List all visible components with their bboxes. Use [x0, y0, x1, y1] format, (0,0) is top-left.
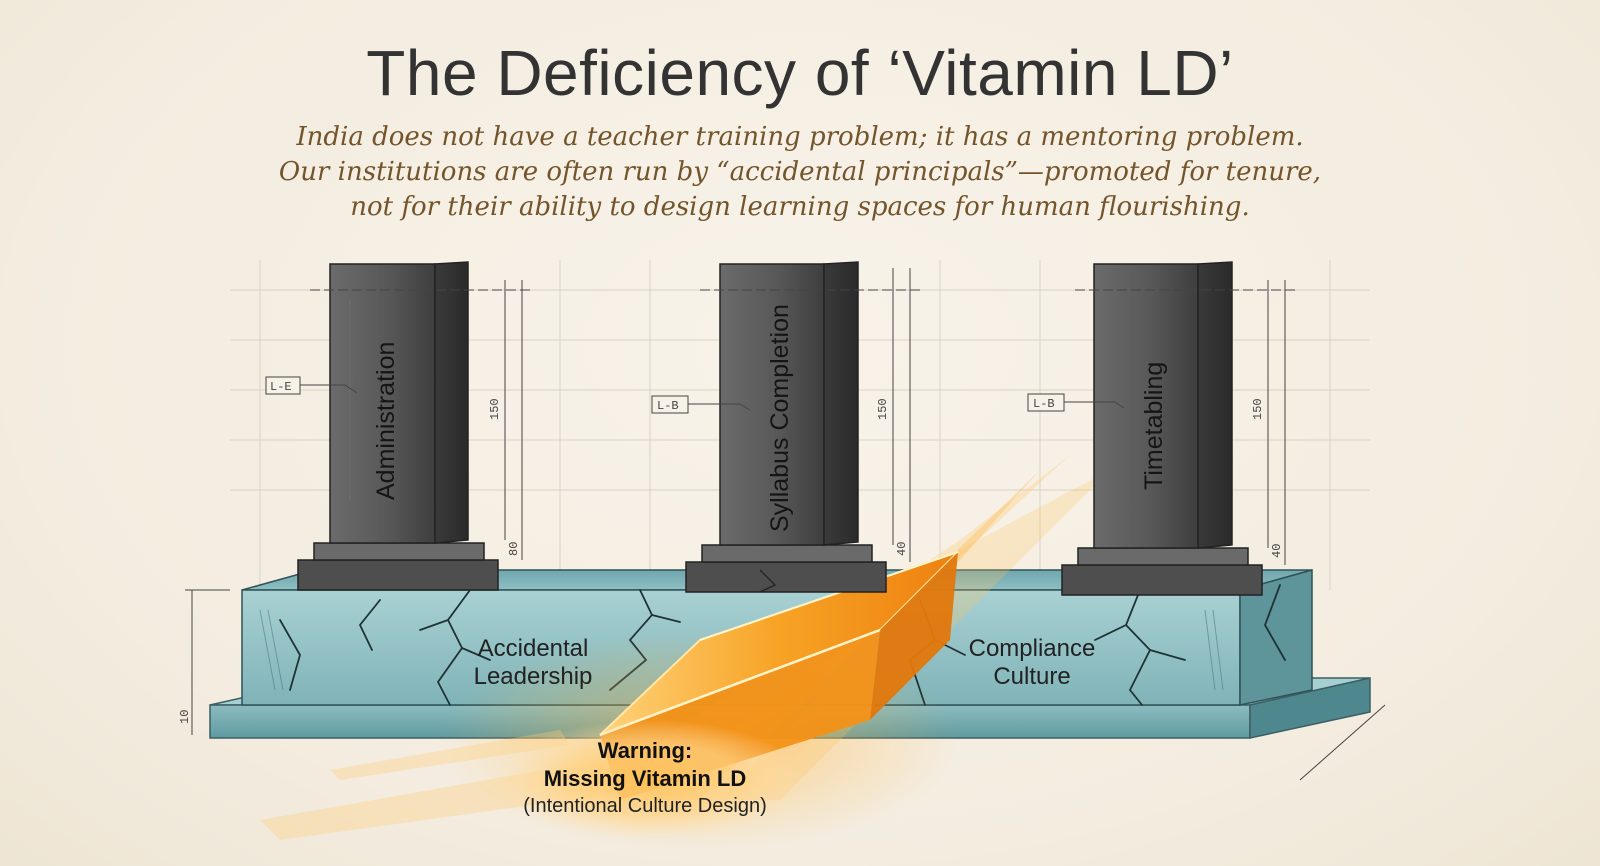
tag-label-administration: L-E: [270, 380, 292, 394]
tag-callouts: [265, 376, 1125, 414]
pillar-label-administration: Administration: [372, 342, 400, 500]
foundation-label-leadership: Leadership: [474, 663, 593, 690]
pillar-administration: [297, 261, 499, 591]
page-subtitle: India does not have a teacher training p…: [278, 122, 1322, 222]
dimension-plinth-timetabling: 40: [1270, 544, 1284, 558]
foundation-label-culture: Culture: [993, 663, 1070, 690]
dimension-height-syllabus-completion: 150: [876, 398, 890, 420]
tag-label-timetabling: L-B: [1033, 397, 1055, 411]
dimension-height-timetabling: 150: [1251, 398, 1265, 420]
missing-beam-glow: [260, 455, 1110, 850]
pillar-syllabus-completion: [685, 261, 887, 593]
foundation-label-compliance: Compliance: [969, 635, 1096, 662]
pillar-timetabling: [1061, 261, 1263, 596]
dimension-height-administration: 150: [488, 398, 502, 420]
tag-label-syllabus-completion: L-B: [657, 399, 679, 413]
pillar-label-syllabus-completion: Syllabus Completion: [766, 304, 794, 532]
pillar-label-timetabling: Timetabling: [1140, 362, 1168, 490]
warning-title: Missing Vitamin LD: [544, 766, 747, 791]
dimension-plinth-administration: 80: [507, 542, 521, 556]
dimension-lines: [185, 268, 1386, 781]
dimension-plinth-syllabus-completion: 40: [895, 542, 909, 556]
dimension-slab-height: 10: [178, 710, 192, 724]
warning-heading: Warning:: [598, 738, 693, 763]
foundation-label-accidental: Accidental: [478, 635, 589, 662]
page-title: The Deficiency of ‘Vitamin LD’: [366, 37, 1234, 109]
warning-subtitle: (Intentional Culture Design): [523, 795, 766, 817]
